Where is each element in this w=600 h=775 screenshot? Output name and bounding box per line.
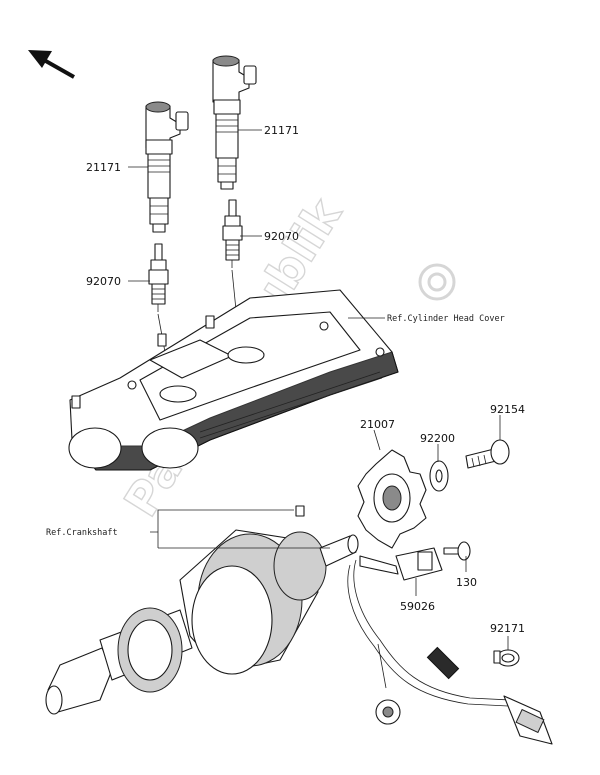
front-direction-arrow-icon [28,50,75,79]
label-clamp: 92171 [490,622,525,635]
label-sensor: 59026 [400,600,435,613]
sensor-bolt [443,541,471,561]
timing-rotor [357,449,427,549]
ignition-coil-right [212,55,257,190]
label-washer: 92200 [420,432,455,445]
ignition-coil-left [145,101,189,233]
label-rotor: 21007 [360,418,395,431]
cylinder-head-cover [68,289,399,471]
label-ref-crankshaft: Ref.Crankshaft [46,528,118,538]
crankshaft [45,505,359,715]
label-bolt: 92154 [490,403,525,416]
label-coil-left: 21171 [86,161,121,174]
crank-sensor [347,547,553,745]
spark-plug-left [148,243,169,312]
washer [429,460,449,492]
harness-clamp [493,649,520,667]
label-ref-head-cover: Ref.Cylinder Head Cover [387,314,505,324]
label-plug-right: 92070 [264,230,299,243]
rotor-bolt [465,439,510,469]
label-sensor-bolt: 130 [456,576,477,589]
leader-lines [128,129,509,650]
label-coil-right: 21171 [264,124,299,137]
spark-plug-right [222,199,243,268]
label-plug-left: 92070 [86,275,121,288]
